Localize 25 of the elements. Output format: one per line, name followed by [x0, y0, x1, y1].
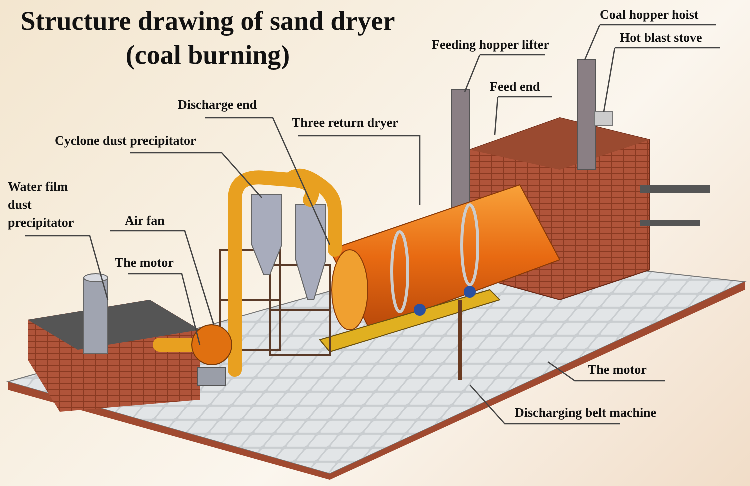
leader-line — [25, 235, 109, 300]
callout-label: The motor — [115, 254, 174, 272]
leader-line — [470, 384, 620, 425]
callout-label: Discharge end — [178, 96, 258, 114]
callout-label: Cyclone dust precipitator — [55, 132, 196, 150]
callout-label: Air fan — [125, 212, 165, 230]
leader-line — [205, 117, 331, 246]
callout-label: Discharging belt machine — [515, 404, 657, 422]
leader-line — [494, 96, 553, 136]
title: Structure drawing of sand dryer (coal burning) — [20, 5, 396, 72]
leader-line — [110, 230, 215, 326]
callout-label: Feed end — [490, 78, 540, 96]
leader-line — [128, 273, 201, 346]
callout-label: Water film dust precipitator — [8, 178, 88, 232]
leader-line — [584, 24, 717, 61]
leader-line — [548, 361, 665, 382]
callout-label: Coal hopper hoist — [600, 6, 699, 24]
leader-line — [464, 54, 546, 93]
callout-label: Feeding hopper lifter — [432, 36, 550, 54]
callout-label: The motor — [588, 361, 647, 379]
callout-label: Hot blast stove — [620, 29, 702, 47]
leader-line — [298, 135, 421, 205]
leader-line — [603, 47, 721, 113]
leader-line — [130, 152, 262, 198]
callout-label: Three return dryer — [292, 114, 398, 132]
